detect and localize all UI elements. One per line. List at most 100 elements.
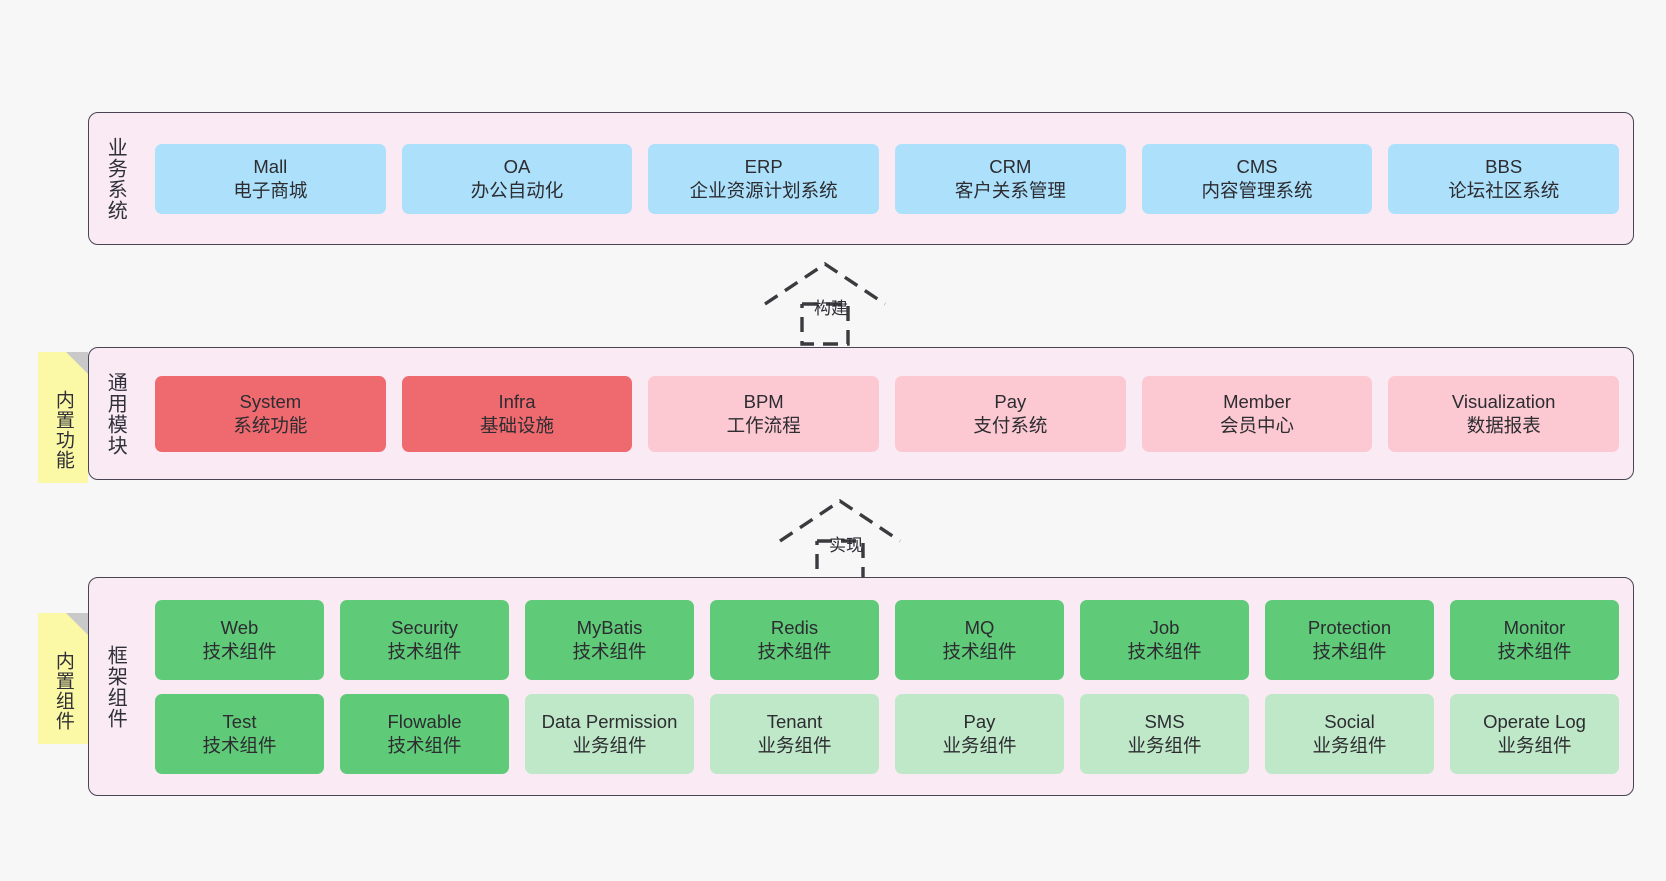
node-bpm[interactable]: BPM 工作流程 (648, 375, 880, 452)
node-tenant[interactable]: Tenant 业务组件 (710, 693, 879, 774)
node-subtitle: 数据报表 (1466, 414, 1541, 436)
node-title: Mall (253, 156, 288, 178)
layer-row: System 系统功能 Infra 基础设施 BPM 工作流程 Pay 支付系统… (155, 375, 1620, 452)
node-protection[interactable]: Protection 技术组件 (1265, 599, 1434, 680)
node-subtitle: 技术组件 (202, 734, 277, 756)
node-visualization[interactable]: Visualization 数据报表 (1388, 375, 1620, 452)
node-title: Social (1324, 711, 1375, 733)
node-title: Test (222, 711, 257, 733)
node-redis[interactable]: Redis 技术组件 (710, 599, 879, 680)
node-subtitle: 技术组件 (572, 640, 647, 662)
node-monitor[interactable]: Monitor 技术组件 (1450, 599, 1619, 680)
node-title: MQ (964, 617, 995, 639)
node-title: Pay (963, 711, 996, 733)
node-subtitle: 业务组件 (572, 734, 647, 756)
node-title: CRM (989, 156, 1032, 178)
node-title: Web (220, 617, 259, 639)
node-title: Data Permission (541, 711, 678, 733)
node-job[interactable]: Job 技术组件 (1080, 599, 1249, 680)
layer-row: Web 技术组件 Security 技术组件 MyBatis 技术组件 Redi… (155, 599, 1619, 680)
node-title: Infra (498, 391, 536, 413)
node-mq[interactable]: MQ 技术组件 (895, 599, 1064, 680)
node-title: Member (1223, 391, 1291, 413)
node-subtitle: 支付系统 (973, 414, 1048, 436)
node-title: Visualization (1451, 391, 1556, 413)
node-subtitle: 技术组件 (1312, 640, 1387, 662)
node-subtitle: 企业资源计划系统 (689, 179, 838, 201)
node-mybatis[interactable]: MyBatis 技术组件 (525, 599, 694, 680)
layer-title-framework-component: 框架组件 (104, 644, 127, 729)
layer-common-module[interactable]: 通用模块 System 系统功能 Infra 基础设施 BPM 工作流程 Pay… (88, 347, 1634, 480)
dashed-generalization-arrow-icon (764, 261, 886, 346)
arrow-implement: 实现 (772, 495, 922, 583)
node-subtitle: 技术组件 (387, 640, 462, 662)
node-bbs[interactable]: BBS 论坛社区系统 (1388, 143, 1620, 214)
node-security[interactable]: Security 技术组件 (340, 599, 509, 680)
layer-body-common-module: System 系统功能 Infra 基础设施 BPM 工作流程 Pay 支付系统… (141, 348, 1633, 479)
node-subtitle: 业务组件 (757, 734, 832, 756)
node-title: Job (1149, 617, 1180, 639)
layer-framework-component[interactable]: 框架组件 Web 技术组件 Security 技术组件 MyBatis 技术组件… (88, 577, 1634, 796)
node-flowable[interactable]: Flowable 技术组件 (340, 693, 509, 774)
arrow-build: 构建 (757, 258, 907, 346)
node-data-permission[interactable]: Data Permission 业务组件 (525, 693, 694, 774)
node-subtitle: 系统功能 (233, 414, 308, 436)
node-cms[interactable]: CMS 内容管理系统 (1141, 143, 1373, 214)
node-title: BBS (1485, 156, 1523, 178)
node-title: CMS (1236, 156, 1278, 178)
node-subtitle: 电子商城 (233, 179, 308, 201)
node-title: Pay (994, 391, 1027, 413)
node-operate-log[interactable]: Operate Log 业务组件 (1450, 693, 1619, 774)
layer-business-system[interactable]: 业务系统 Mall 电子商城 OA 办公自动化 ERP 企业资源计划系统 CRM… (88, 112, 1634, 245)
node-subtitle: 工作流程 (726, 414, 801, 436)
node-title: ERP (744, 156, 783, 178)
node-pay-component[interactable]: Pay 业务组件 (895, 693, 1064, 774)
node-title: Tenant (766, 711, 823, 733)
node-subtitle: 技术组件 (1497, 640, 1572, 662)
node-subtitle: 论坛社区系统 (1448, 179, 1560, 201)
node-title: Redis (770, 617, 819, 639)
node-title: MyBatis (576, 617, 643, 639)
node-oa[interactable]: OA 办公自动化 (401, 143, 633, 214)
layer-title-business-system: 业务系统 (104, 136, 127, 221)
layer-body-framework-component: Web 技术组件 Security 技术组件 MyBatis 技术组件 Redi… (141, 578, 1633, 795)
node-subtitle: 业务组件 (1497, 734, 1572, 756)
node-subtitle: 业务组件 (1312, 734, 1387, 756)
node-title: Monitor (1503, 617, 1566, 639)
node-crm[interactable]: CRM 客户关系管理 (895, 143, 1126, 214)
node-subtitle: 技术组件 (1127, 640, 1202, 662)
node-subtitle: 会员中心 (1220, 414, 1295, 436)
node-subtitle: 办公自动化 (470, 179, 564, 201)
arrow-label-implement: 实现 (829, 536, 863, 555)
node-member[interactable]: Member 会员中心 (1141, 375, 1373, 452)
node-title: Flowable (387, 711, 462, 733)
node-subtitle: 技术组件 (757, 640, 832, 662)
node-pay-module[interactable]: Pay 支付系统 (895, 375, 1126, 452)
node-social[interactable]: Social 业务组件 (1265, 693, 1434, 774)
node-subtitle: 基础设施 (480, 414, 555, 436)
node-test[interactable]: Test 技术组件 (155, 693, 324, 774)
node-infra[interactable]: Infra 基础设施 (401, 375, 633, 452)
layer-row: Test 技术组件 Flowable 技术组件 Data Permission … (155, 693, 1619, 774)
layer-body-business-system: Mall 电子商城 OA 办公自动化 ERP 企业资源计划系统 CRM 客户关系… (141, 113, 1633, 244)
node-subtitle: 技术组件 (202, 640, 277, 662)
note-builtin-components: 内置组件 (38, 613, 88, 744)
node-title: Protection (1307, 617, 1392, 639)
node-subtitle: 内容管理系统 (1201, 179, 1313, 201)
node-sms[interactable]: SMS 业务组件 (1080, 693, 1249, 774)
node-title: System (239, 391, 302, 413)
node-subtitle: 技术组件 (942, 640, 1017, 662)
node-mall[interactable]: Mall 电子商城 (155, 143, 386, 214)
node-subtitle: 业务组件 (1127, 734, 1202, 756)
node-title: SMS (1144, 711, 1185, 733)
node-erp[interactable]: ERP 企业资源计划系统 (648, 143, 880, 214)
node-subtitle: 客户关系管理 (954, 179, 1066, 201)
arrow-label-build: 构建 (814, 299, 848, 318)
node-web[interactable]: Web 技术组件 (155, 599, 324, 680)
node-title: Operate Log (1483, 711, 1586, 733)
node-system[interactable]: System 系统功能 (155, 375, 386, 452)
note-builtin-functions: 内置功能 (38, 352, 88, 483)
note-label: 内置组件 (52, 650, 74, 731)
layer-row: Mall 电子商城 OA 办公自动化 ERP 企业资源计划系统 CRM 客户关系… (155, 143, 1620, 214)
